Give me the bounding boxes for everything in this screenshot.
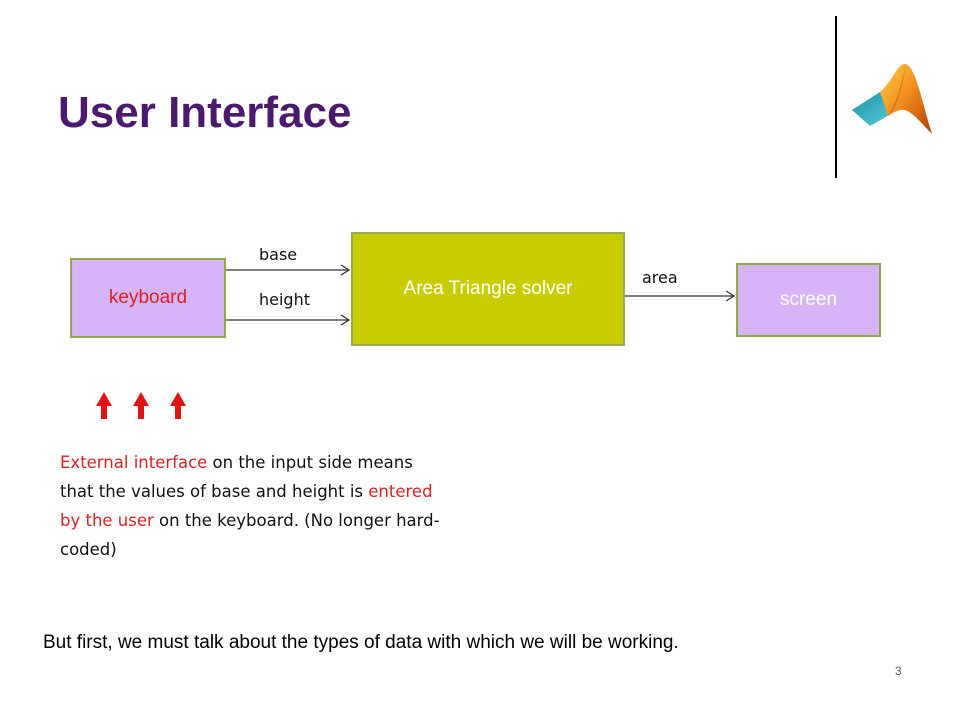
up-arrow-icon <box>133 392 149 419</box>
footer-text: But first, we must talk about the types … <box>43 632 679 653</box>
area-solver-box: Area Triangle solver <box>351 232 625 346</box>
explanation-text: External interface on the input side mea… <box>60 448 440 564</box>
matlab-logo-icon <box>852 63 932 134</box>
area-arrowhead <box>725 290 736 302</box>
up-arrow-icon <box>170 392 186 419</box>
vertical-divider <box>835 16 837 178</box>
base-label: base <box>259 245 298 264</box>
slide-title: User Interface <box>58 88 352 137</box>
keyboard-box: keyboard <box>70 258 226 338</box>
screen-box: screen <box>736 263 881 337</box>
page-number: 3 <box>895 664 902 678</box>
note-text-1: on the input side means that the values … <box>60 453 413 501</box>
external-interface-highlight: External interface <box>60 453 208 472</box>
height-label: height <box>259 290 310 309</box>
height-arrowhead <box>340 314 351 326</box>
entered-by-user-highlight: entered by the user <box>60 482 433 530</box>
base-arrowhead <box>340 264 351 276</box>
area-label: area <box>642 268 678 287</box>
up-arrow-icon <box>96 392 112 419</box>
note-text-2: on the keyboard. (No longer hard-coded) <box>60 511 440 559</box>
